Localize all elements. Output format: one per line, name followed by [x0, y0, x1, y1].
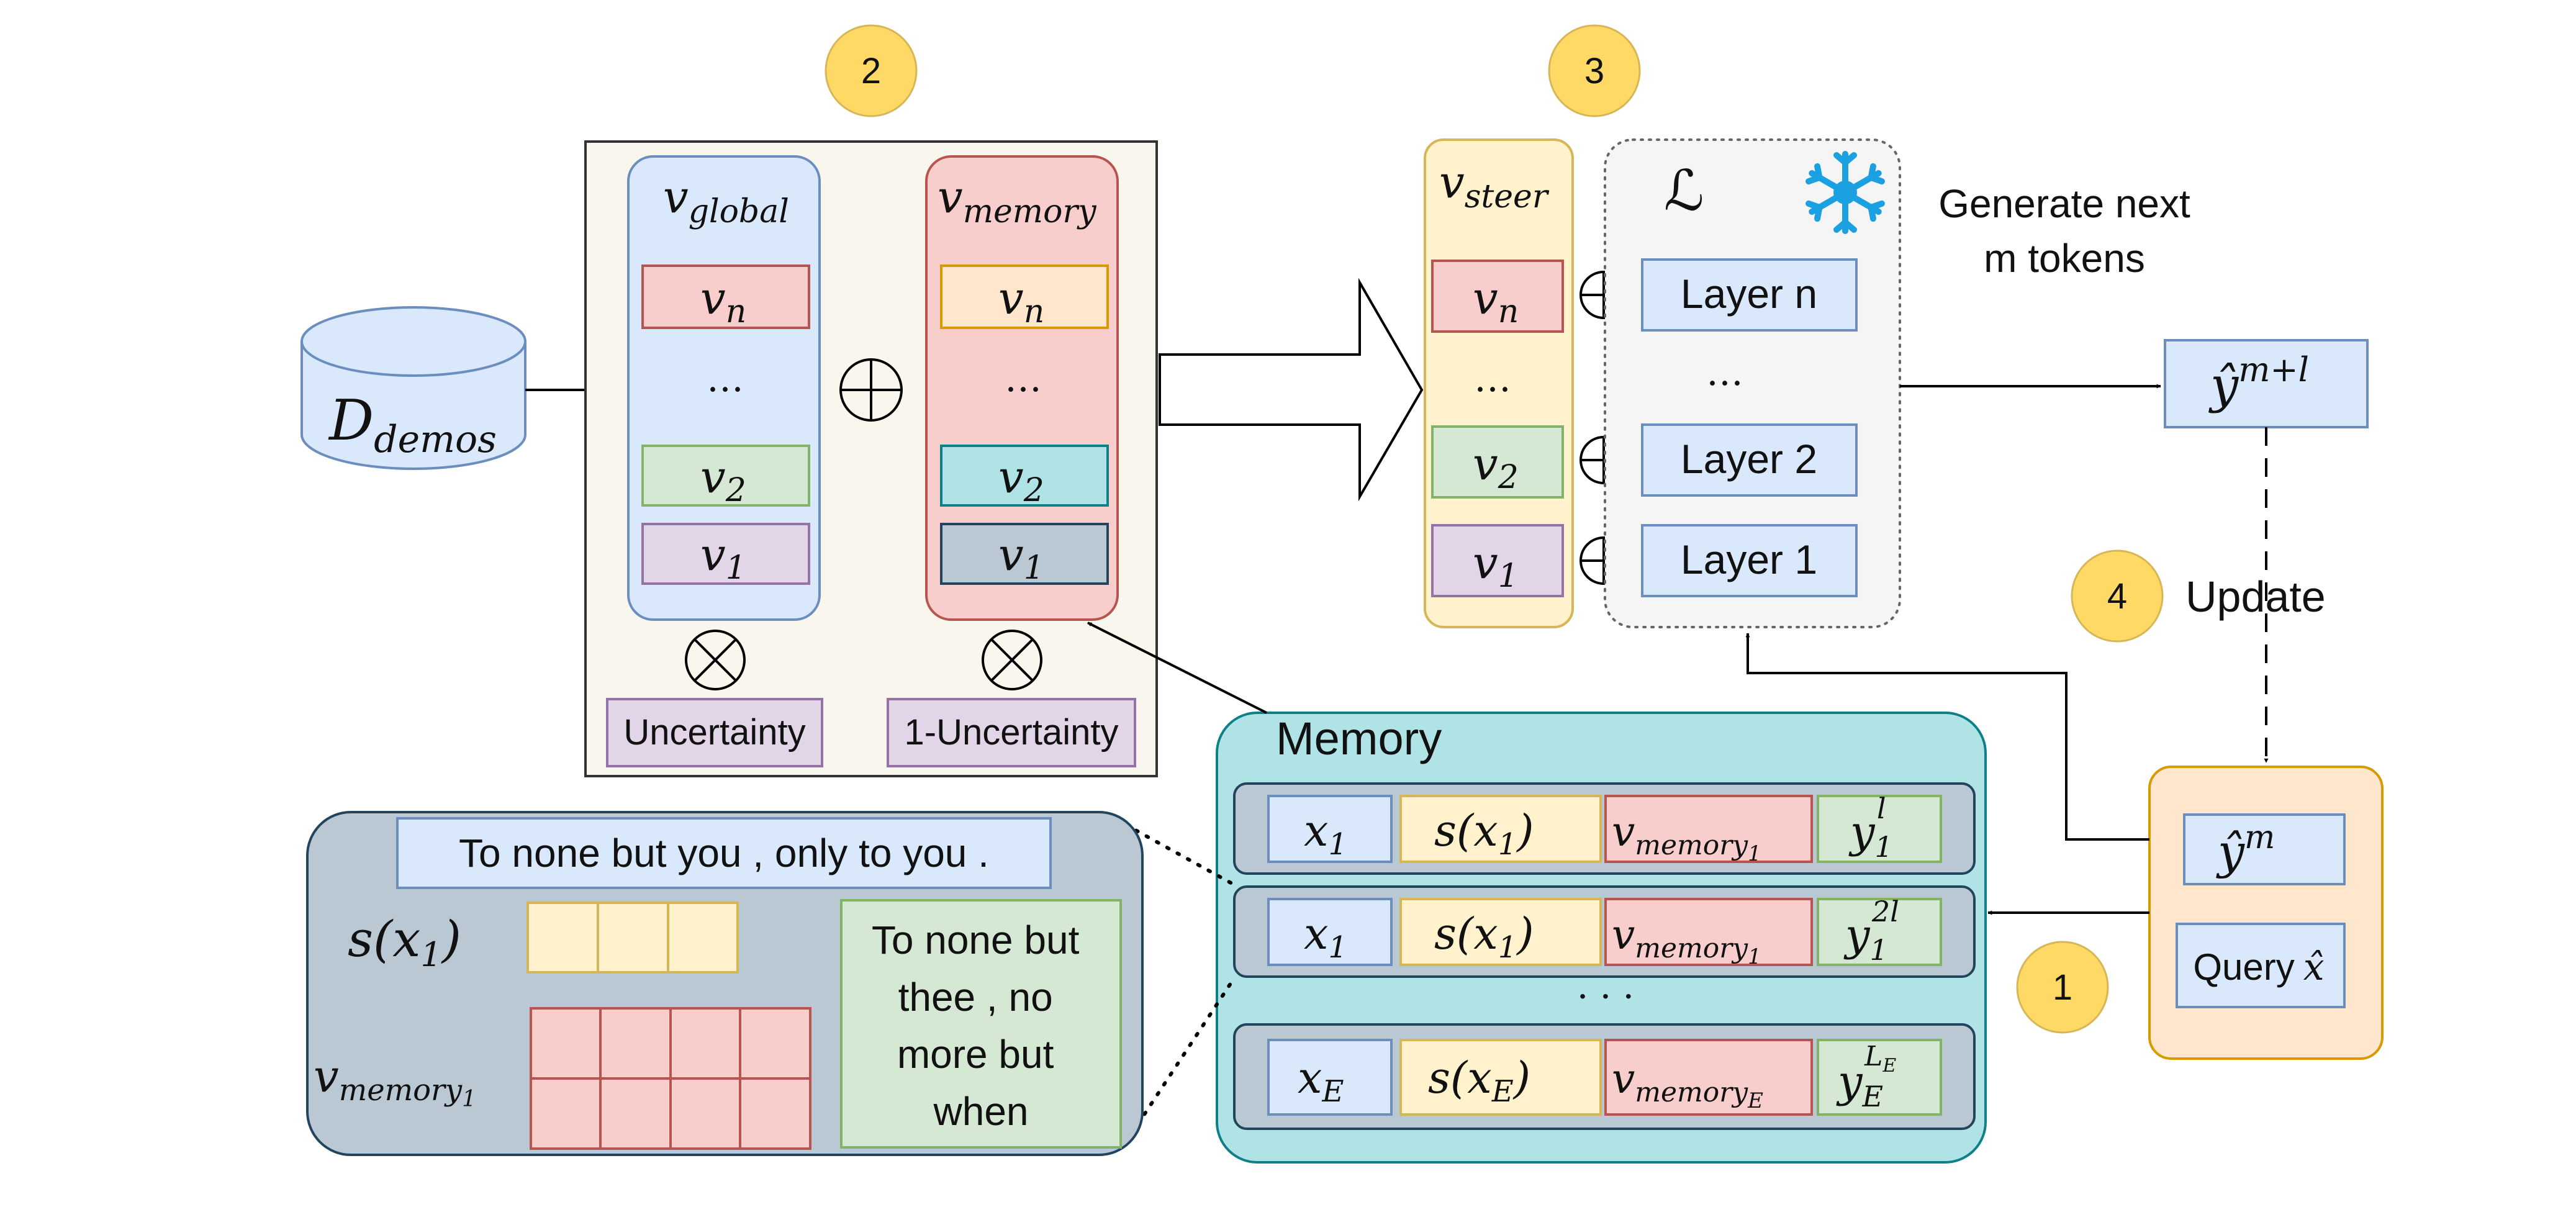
- svg-text:1: 1: [2053, 967, 2072, 1008]
- svg-text:xE: xE: [1298, 1052, 1344, 1109]
- detail-vmemory-grid: [530, 1007, 811, 1150]
- one-minus-uncertainty-box: [887, 698, 1136, 767]
- svg-text:ŷm: ŷm: [2216, 819, 2275, 879]
- output-label: ŷm+l: [2208, 350, 2309, 414]
- steer-vector-column: vsteer vn … v2 v1: [1424, 138, 1574, 628]
- zoom-line-bottom: [1123, 976, 1236, 1146]
- badge-1: 1: [2016, 941, 2109, 1034]
- memory-row-E: xE s(xE) vmemoryE yELE: [1233, 1023, 1976, 1130]
- svg-text:s(x1): s(x1): [1434, 805, 1534, 862]
- detail-answer-box: [840, 899, 1122, 1149]
- detail-query-text: To none but you , only to you .: [459, 831, 989, 875]
- svg-text:s(x1): s(x1): [1434, 908, 1534, 965]
- memory-row-1: x1 s(x1) vmemory1 y1l: [1233, 782, 1976, 875]
- demos-subscript: demos: [374, 418, 497, 461]
- detail-score-label: s(x1): [348, 910, 461, 974]
- layer-ellipsis: …: [1706, 351, 1743, 394]
- memory-entry-detail-panel: To none but you , only to you . s(x1) vm…: [306, 811, 1144, 1156]
- frozen-model-panel: ℒ Layer n … Layer 2 Layer 1: [1604, 138, 1901, 628]
- svg-text:3: 3: [1584, 51, 1604, 91]
- uncertainty-label: Uncertainty: [623, 712, 805, 753]
- layer-2-label: Layer 2: [1681, 436, 1817, 482]
- layer-n-box: [1641, 258, 1858, 332]
- detail-answer-text: To none but thee , no more but when: [872, 918, 1090, 1134]
- steer-v1-cell: [1431, 524, 1564, 597]
- svg-text:vmemory: vmemory: [938, 171, 1096, 230]
- memory-v2-cell: [940, 445, 1109, 507]
- memory-ellipsis: …: [1005, 357, 1042, 400]
- detail-query-text-box: [396, 817, 1052, 889]
- svg-text:vmemoryE: vmemoryE: [1612, 1055, 1763, 1113]
- generate-label-line1: Generate next: [1938, 181, 2190, 226]
- global-v1-cell: [641, 523, 810, 585]
- detail-score-grid: [526, 902, 739, 974]
- memory-vector-column: vmemory vn … v2 v1: [925, 155, 1119, 621]
- global-ellipsis: …: [707, 357, 744, 400]
- demos-database: Ddemos: [301, 306, 526, 470]
- svg-text:s(xE): s(xE): [1428, 1052, 1530, 1109]
- svg-text:Ddemos: Ddemos: [328, 388, 497, 461]
- memory-ellipsis: · · ·: [1577, 975, 1634, 1018]
- demos-script-label: D: [328, 388, 374, 453]
- svg-text:y1l: y1l: [1848, 792, 1893, 864]
- svg-text:x1: x1: [1304, 908, 1347, 965]
- svg-text:vmemory1: vmemory1: [1612, 808, 1761, 866]
- otimes-memory-icon: [982, 630, 1042, 690]
- badge-3: 3: [1548, 24, 1641, 117]
- svg-text:vsteer: vsteer: [1439, 156, 1550, 215]
- layer-n-label: Layer n: [1681, 271, 1817, 317]
- layer-1-label: Layer 1: [1681, 536, 1817, 582]
- uncertainty-weight-box: [606, 698, 823, 767]
- arrow-query-to-model: [1745, 633, 2149, 841]
- badge-2: 2: [825, 24, 918, 117]
- svg-text:vglobal: vglobal: [663, 171, 789, 230]
- memory-title: Memory: [1276, 713, 1442, 764]
- svg-text:x1: x1: [1304, 805, 1347, 862]
- block-arrow-to-steer: [1159, 278, 1424, 502]
- update-label: Update: [2185, 572, 2326, 621]
- steer-vn-cell: [1431, 260, 1564, 333]
- memory-vn-cell: [940, 264, 1109, 329]
- global-v2-cell: [641, 445, 810, 507]
- steer-ellipsis: …: [1474, 357, 1511, 400]
- global-vector-column: vglobal vn … v2 v1: [627, 155, 821, 621]
- memory-row-2: x1 s(x1) vmemory1 y12l: [1233, 885, 1976, 978]
- otimes-global-icon: [685, 630, 746, 690]
- svg-text:v2: v2: [998, 451, 1044, 509]
- oplus-combine-icon: [839, 358, 903, 422]
- arrow-memory-to-vmemory: [1087, 622, 1267, 714]
- detail-vmemory-label: vmemory1: [314, 1050, 476, 1112]
- snowflake-icon: [1805, 151, 1885, 234]
- layer-2-box: [1641, 423, 1858, 497]
- layer-1-box: [1641, 524, 1858, 597]
- one-minus-uncertainty-label: 1-Uncertainty: [905, 712, 1119, 753]
- svg-text:yELE: yELE: [1836, 1041, 1896, 1113]
- steer-v2-cell: [1431, 425, 1564, 499]
- svg-text:2: 2: [861, 51, 881, 91]
- svg-text:vmemory1: vmemory1: [1612, 911, 1761, 969]
- query-box: [2176, 923, 2346, 1008]
- partial-output-box: [2183, 813, 2346, 885]
- svg-text:4: 4: [2107, 576, 2127, 617]
- badge-4: 4: [2071, 549, 2164, 643]
- memory-v1-cell: [940, 523, 1109, 585]
- generate-label-line2: m tokens: [1984, 236, 2145, 281]
- loss-symbol: ℒ: [1664, 158, 1704, 224]
- svg-text:y12l: y12l: [1843, 895, 1899, 967]
- global-vn-cell: [641, 264, 810, 329]
